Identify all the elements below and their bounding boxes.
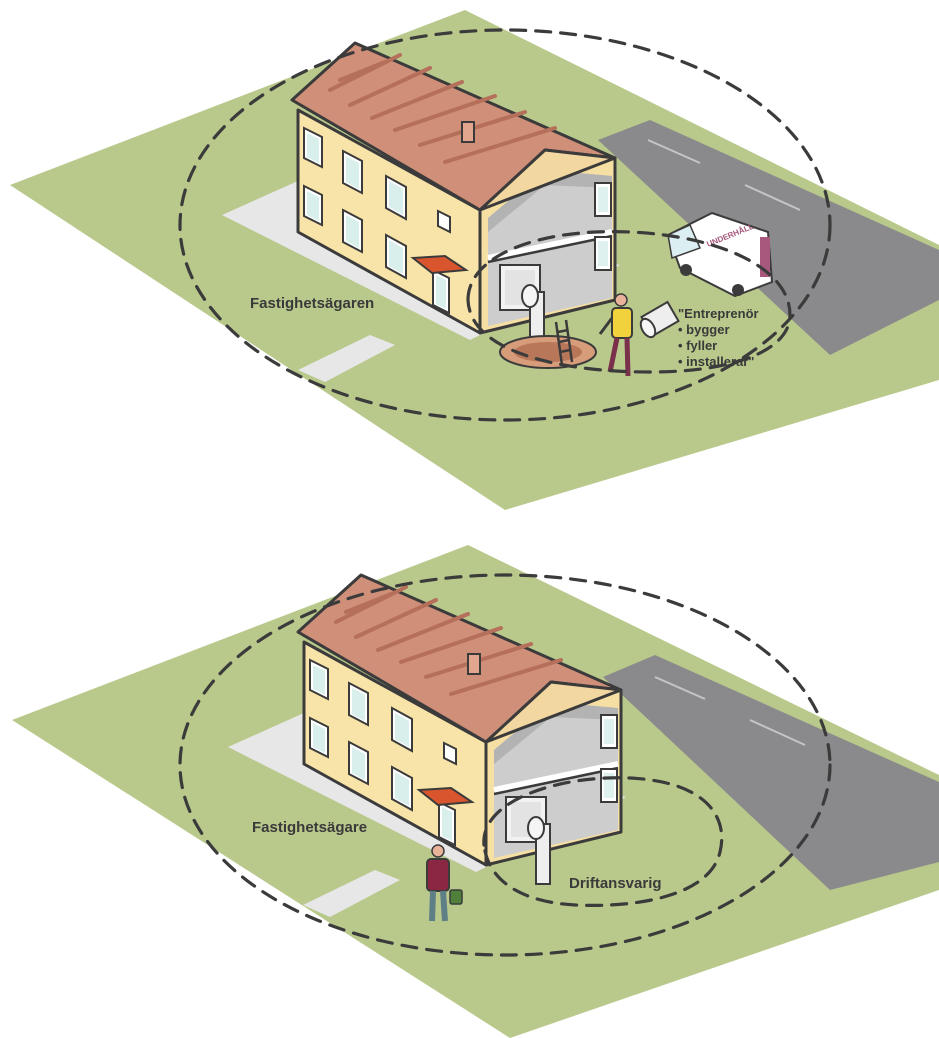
contractor-note-line-1: "Entreprenör <box>678 306 759 321</box>
scene-2: Fastighetsägare Driftansvarig <box>12 545 939 1038</box>
contractor-note-line-4: • installerar" <box>678 354 754 369</box>
owner-label-2: Fastighetsägare <box>252 819 367 836</box>
contractor-note-line-2: • bygger <box>678 322 730 337</box>
scene-1: UNDERHÅLL Fastighetsägaren "Entreprenör … <box>10 10 939 510</box>
owner-label-1: Fastighetsägaren <box>250 295 374 312</box>
operator-label: Driftansvarig <box>569 875 662 892</box>
contractor-note-line-3: • fyller <box>678 338 717 353</box>
